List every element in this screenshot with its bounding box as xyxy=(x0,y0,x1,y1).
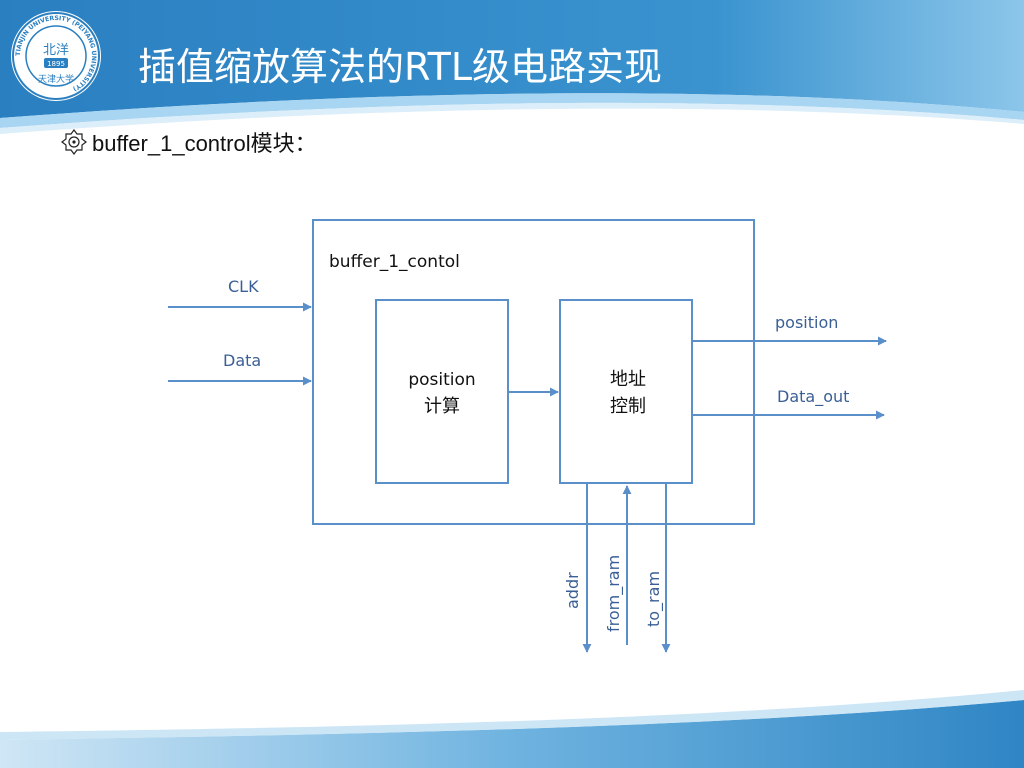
data-out-label: Data_out xyxy=(777,387,849,407)
logo-year: 1895 xyxy=(47,60,65,68)
logo-center-text: 北洋 xyxy=(43,43,69,58)
slide-title: 插值缩放算法的RTL级电路实现 xyxy=(138,45,663,89)
position-output-label: position xyxy=(775,313,838,332)
address-control-block xyxy=(559,299,693,484)
addr-label: addr xyxy=(563,572,582,609)
position-calc-block xyxy=(375,299,509,484)
to-ram-label: to_ram xyxy=(644,571,664,627)
address-control-line1: 地址 xyxy=(610,369,646,390)
clk-label: CLK xyxy=(228,277,259,296)
position-calc-line1: position xyxy=(408,370,475,390)
module-name: buffer_1_contol xyxy=(329,252,460,272)
bullet-item: buffer_1_control模块： xyxy=(60,126,317,158)
position-calc-line2: 计算 xyxy=(424,396,460,417)
from-ram-label: from_ram xyxy=(604,555,624,632)
logo-bottom-text: 天津大学 xyxy=(38,73,74,85)
address-control-line2: 控制 xyxy=(610,396,646,417)
ornament-bullet-icon xyxy=(61,129,87,155)
header-band xyxy=(0,0,1024,134)
tianjin-university-seal-icon: TIANJIN UNIVERSITY (PEIYANG UNIVERSITY) … xyxy=(11,11,101,101)
footer-band xyxy=(0,690,1024,768)
data-label: Data xyxy=(223,351,261,370)
bullet-text: buffer_1_control模块： xyxy=(92,131,317,156)
module-outline xyxy=(312,219,755,525)
